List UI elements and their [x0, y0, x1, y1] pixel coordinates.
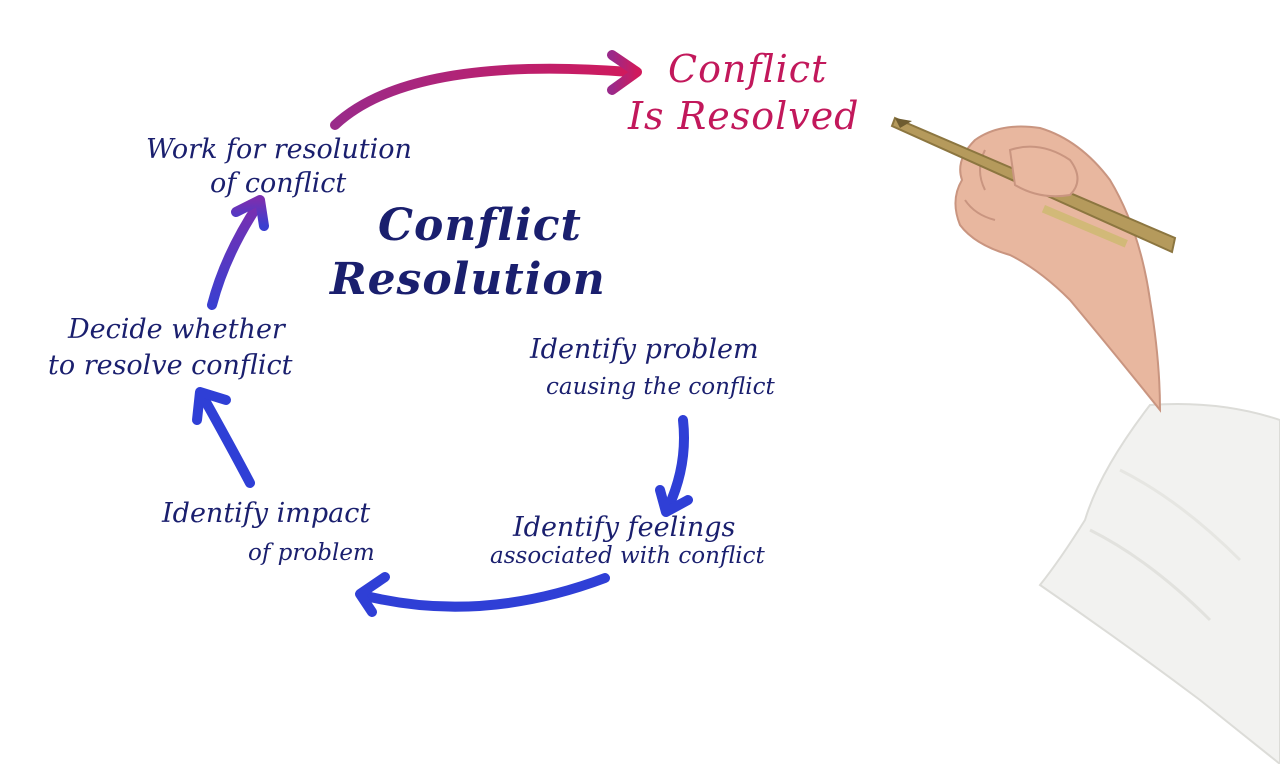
arrow-impact-to-decide [192, 387, 255, 488]
step-decide-line1: Decide whether [68, 314, 285, 345]
step-identify-problem-line1: Identify problem [530, 334, 759, 365]
step-identify-impact-line2: of problem [248, 540, 375, 566]
arrow-to-resolved [330, 50, 642, 130]
outcome-line1: Conflict [668, 47, 828, 91]
sleeve-shape [1038, 403, 1280, 764]
step-decide-line2: to resolve conflict [48, 350, 293, 381]
step-identify-feelings-line2: associated with conflict [490, 543, 765, 569]
arrow-feelings-to-impact [355, 572, 610, 617]
arrow-decide-to-work [207, 195, 269, 310]
hand-shape [954, 125, 1162, 413]
outcome-line2: Is Resolved [628, 94, 860, 138]
diagram-title-line2: Resolution [330, 254, 606, 305]
step-identify-impact-line1: Identify impact [162, 498, 371, 529]
step-work-line1: Work for resolution [146, 134, 412, 165]
step-work-line2: of conflict [210, 168, 347, 199]
diagram-title-line1: Conflict [378, 200, 582, 251]
arrow-problem-to-feelings [655, 415, 693, 517]
step-identify-feelings-line1: Identify feelings [513, 512, 736, 543]
step-identify-problem-line2: causing the conflict [546, 374, 775, 400]
